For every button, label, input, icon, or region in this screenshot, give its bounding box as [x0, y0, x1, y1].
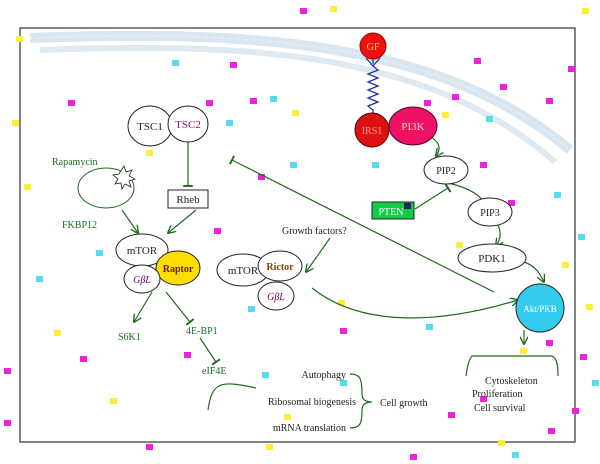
pten-mark — [404, 203, 411, 209]
pdk1-node — [457, 243, 527, 273]
gf-label: GF — [367, 42, 380, 53]
receptor — [365, 56, 381, 118]
pi3k-node — [388, 106, 438, 146]
outcome-cytoskeleton: Cytoskeleton — [485, 376, 538, 387]
irs1-label: IRS1 — [362, 126, 383, 137]
gbl2-node — [257, 281, 295, 311]
gbl1-node — [123, 264, 161, 294]
rapamycin-star — [112, 165, 137, 191]
outcome-proliferation: Proliferation — [472, 389, 523, 400]
pdk1-label: PDK1 — [478, 253, 506, 265]
akt-label: Akt/PKB — [523, 304, 557, 314]
gbl1-label: GβL — [133, 275, 151, 286]
gbl2-label: GβL — [267, 292, 285, 303]
growth-factors-label: Growth factors? — [282, 226, 347, 237]
tsc1-label: TSC1 — [137, 121, 163, 133]
s6k1-label: S6K1 — [118, 332, 141, 343]
outcome-ribosomal: Ribosomal biogenesis — [268, 397, 356, 408]
pip2-node — [423, 155, 469, 185]
cell-membrane — [29, 30, 574, 165]
rapamycin-label: Rapamycin — [52, 157, 98, 168]
connections — [121, 131, 559, 429]
raptor-node — [155, 250, 201, 286]
rictor-node — [257, 250, 303, 282]
cell-growth-label: Cell growth — [380, 398, 428, 409]
fkbp12-label: FKBP12 — [62, 220, 97, 231]
pip3-node — [467, 197, 513, 227]
outcome-mrna: mRNA translation — [273, 423, 346, 434]
eif4e-label: eIF4E — [202, 366, 226, 377]
diagram-frame — [19, 27, 576, 443]
rheb-label: Rheb — [176, 194, 200, 206]
pip2-label: PIP2 — [436, 166, 455, 177]
pip3-label: PIP3 — [480, 208, 499, 219]
raptor-label: Raptor — [163, 264, 194, 275]
confetti — [4, 6, 599, 460]
rheb-node — [167, 189, 209, 209]
akt-node — [515, 283, 565, 333]
outcome-cell-survival: Cell survival — [474, 403, 526, 414]
mtor2-label: mTOR — [228, 265, 259, 277]
pten-label: PTEN — [379, 207, 404, 218]
outcome-autophagy: Autophagy — [302, 370, 346, 381]
pi3k-label: PI3K — [401, 121, 424, 133]
rictor-label: Rictor — [266, 262, 294, 273]
tsc2-node — [167, 105, 209, 143]
mtor1-label: mTOR — [127, 245, 158, 257]
gf-node — [359, 32, 387, 60]
pten-node — [371, 201, 415, 220]
tsc2-label: TSC2 — [175, 119, 201, 131]
bp1-label: 4E-BP1 — [186, 326, 218, 337]
